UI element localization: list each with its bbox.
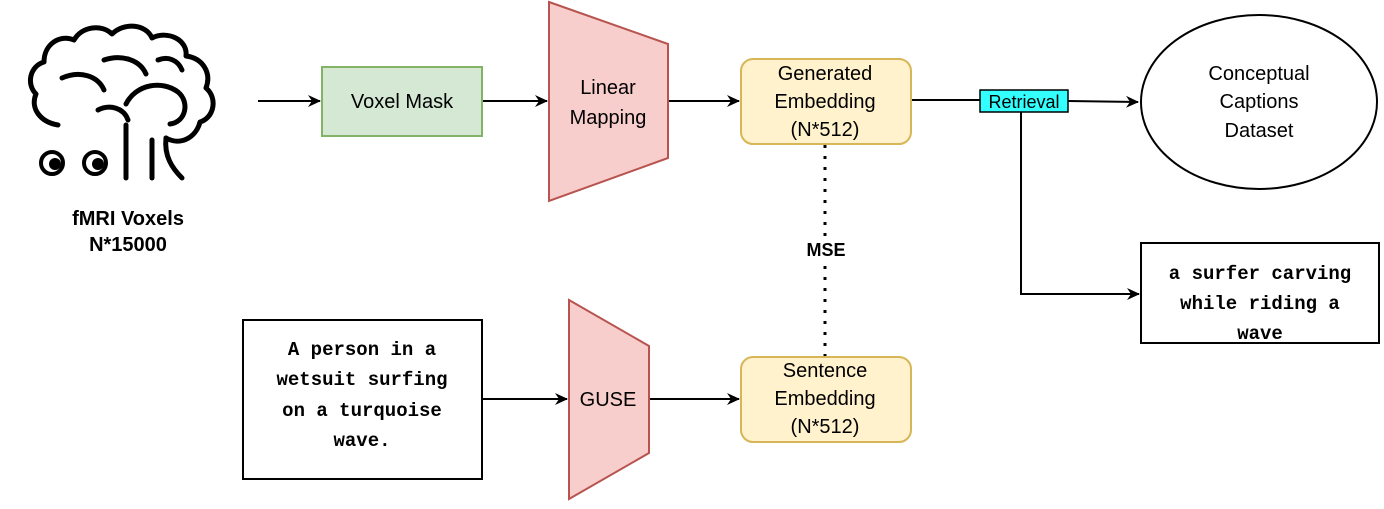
retrieval-label: Retrieval (988, 92, 1059, 112)
eye-icon-left (39, 150, 65, 176)
output-caption-node: a surfer carving while riding a wave (1140, 242, 1380, 345)
input-caption-node: A person in a wetsuit surfing on a turqu… (242, 319, 483, 480)
linear-mapping-label-line-2: Mapping (570, 107, 647, 129)
voxel-mask-node: Voxel Mask (321, 66, 483, 137)
sentence-embedding-node: Sentence Embedding (N*512) (740, 356, 912, 443)
edge-retrieval-to-dataset (1067, 95, 1139, 108)
generated-embedding-node: Generated Embedding (N*512) (740, 58, 912, 145)
eye-icon-right (82, 150, 108, 176)
mse-label: MSE (806, 240, 845, 260)
brain-with-eyes-icon (27, 23, 216, 181)
generated-embedding-line-3: (N*512) (791, 119, 860, 141)
dataset-label-line-1: Conceptual (1208, 63, 1309, 85)
linear-mapping-node: Linear Mapping (548, 0, 669, 203)
linear-mapping-label-line-1: Linear (580, 77, 636, 99)
dataset-label-line-3: Dataset (1225, 120, 1294, 142)
fmri-title: fMRI Voxels (72, 208, 184, 230)
input-caption-line-2: wetsuit surfing (276, 369, 447, 391)
input-caption-line-4: wave. (333, 430, 390, 452)
mse-label-bg (798, 236, 854, 262)
edges (258, 95, 1140, 405)
retrieval-label-node: Retrieval (979, 89, 1069, 113)
input-caption-line-3: on a turquoise (282, 400, 442, 422)
input-caption-line-1: A person in a (288, 339, 436, 361)
generated-embedding-line-1: Generated (778, 63, 873, 85)
sentence-embedding-line-1: Sentence (783, 360, 868, 382)
dataset-label-line-2: Captions (1220, 91, 1299, 113)
sentence-embedding-line-2: Embedding (774, 388, 875, 410)
output-caption-line-2: while riding a (1180, 293, 1340, 315)
generated-embedding-line-2: Embedding (774, 91, 875, 113)
sentence-embedding-line-3: (N*512) (791, 416, 860, 438)
voxel-mask-label: Voxel Mask (351, 91, 454, 113)
output-caption-line-3: wave (1237, 323, 1283, 345)
output-caption-line-1: a surfer carving (1169, 263, 1351, 285)
fmri-subtitle: N*15000 (89, 234, 167, 256)
guse-label: GUSE (580, 389, 637, 411)
edge-retrieval-to-output (1020, 112, 1140, 300)
guse-node: GUSE (568, 298, 650, 501)
dataset-node: Conceptual Captions Dataset (1140, 14, 1378, 190)
